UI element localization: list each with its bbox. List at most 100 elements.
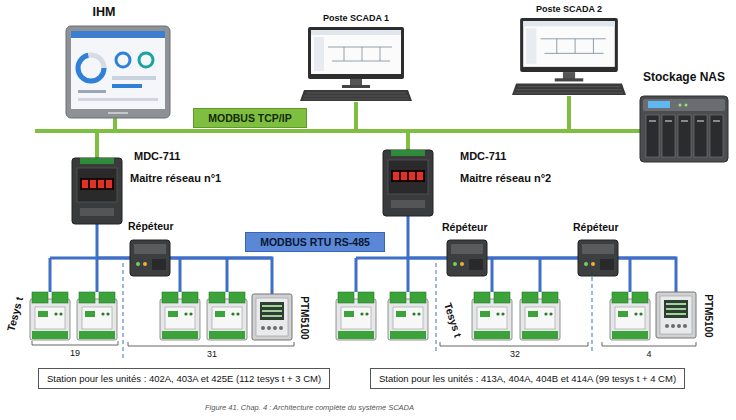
rs485-drop xyxy=(539,258,542,292)
power-meter-picture xyxy=(656,292,696,338)
nas-lcd xyxy=(648,101,670,108)
modbus-gateway: MDC-711Maitre réseau n°2 xyxy=(383,150,433,216)
screen-header xyxy=(71,31,165,38)
bus-connector xyxy=(569,96,640,131)
tesys-module xyxy=(520,292,560,340)
rs485-repeater: Répéteur xyxy=(130,240,170,276)
monitor-base xyxy=(342,85,370,88)
rs485-drop xyxy=(49,258,52,292)
meter-face xyxy=(660,296,692,334)
repeater-led xyxy=(591,262,595,266)
device-label: Répéteur xyxy=(573,221,619,234)
panel-screen xyxy=(71,31,165,109)
bus-connector xyxy=(618,258,676,292)
repeater-port xyxy=(152,259,166,270)
small-gauge xyxy=(116,53,130,67)
monitor-base xyxy=(555,78,584,81)
gateway-port xyxy=(80,208,114,216)
nas-bay-latch xyxy=(681,120,688,122)
gateway-front xyxy=(388,160,428,194)
repeater-port xyxy=(600,259,614,270)
display-line xyxy=(262,305,282,307)
nas-bay xyxy=(694,115,707,157)
rs485-drop xyxy=(629,258,632,292)
nas-led xyxy=(679,104,682,107)
power-meter-picture xyxy=(252,294,292,340)
meter-button xyxy=(267,326,271,330)
bus-connector xyxy=(408,216,447,258)
bus-connector xyxy=(170,258,272,294)
bus-label-box: MODBUS RTU RS-485 xyxy=(245,232,385,253)
repeater-case xyxy=(447,240,487,276)
station-label: Station pour les unités : 402A, 403A et … xyxy=(47,373,321,384)
touch-panel-picture xyxy=(66,26,170,118)
display-digit xyxy=(98,180,104,188)
group-bracket xyxy=(602,342,696,346)
display-line xyxy=(262,310,282,312)
rs485-repeater: Répéteur xyxy=(578,240,618,276)
scada-workstation: Poste SCADA 2 xyxy=(512,18,626,96)
rs485-drop xyxy=(407,258,410,292)
display-line xyxy=(666,303,686,305)
group-bracket xyxy=(32,341,118,345)
panel-bezel xyxy=(66,26,170,118)
repeater-led xyxy=(143,262,147,266)
monitor-stand xyxy=(563,72,575,79)
nas-bay-latch xyxy=(713,120,720,122)
scada-workstation-picture xyxy=(512,18,626,96)
meter-case xyxy=(252,294,292,340)
meter-display xyxy=(664,300,688,318)
device-label: Poste SCADA 2 xyxy=(536,4,602,15)
tesys-module xyxy=(388,292,428,340)
rs485-drop xyxy=(355,258,358,292)
window-bar xyxy=(311,30,401,35)
monitor-frame xyxy=(520,18,618,72)
tesys-module xyxy=(77,292,117,340)
display-digit xyxy=(106,180,112,188)
meter-button xyxy=(273,326,277,330)
keyboard-keys xyxy=(515,87,623,93)
window-bar xyxy=(523,21,615,26)
screen-bar xyxy=(78,98,158,101)
nas-bay-latch xyxy=(665,120,672,122)
device-label: Répéteur xyxy=(442,221,488,234)
count-number: 32 xyxy=(510,349,520,360)
nas-top-panel xyxy=(643,99,725,111)
gateway-display xyxy=(80,178,114,190)
bus-connector xyxy=(97,118,115,158)
display-line xyxy=(262,315,282,317)
power-meter: PTM5100 xyxy=(252,294,292,340)
rs485-repeater-picture xyxy=(578,240,618,276)
panel-logo xyxy=(108,112,128,114)
device-label: PTM5100 xyxy=(702,294,714,337)
keyboard xyxy=(300,90,412,101)
gateway-case xyxy=(383,150,433,216)
repeater-led xyxy=(453,262,457,266)
count-number: 31 xyxy=(207,349,217,360)
group-label: Tesys t xyxy=(4,295,25,332)
gateway-terminal xyxy=(391,150,425,156)
nas-led xyxy=(685,104,688,107)
device-label: IHM xyxy=(93,5,116,20)
scada-workstation-picture xyxy=(300,27,412,102)
rs485-drop xyxy=(179,258,182,292)
repeater-case xyxy=(130,240,170,276)
device-label: PTM5100 xyxy=(298,296,310,339)
group-label: Tesys t xyxy=(442,301,465,339)
repeater-led xyxy=(584,262,588,266)
gauge-arc xyxy=(78,55,104,81)
figure-caption: Figure 41. Chap. 4 : Architecture complè… xyxy=(205,403,414,412)
monitor-frame xyxy=(308,27,404,79)
repeater-case xyxy=(578,240,618,276)
tesys-module xyxy=(30,292,70,340)
device-label: Maitre réseau n°1 xyxy=(130,172,221,185)
tesys-module xyxy=(472,292,512,340)
nas-bay-latch xyxy=(697,120,704,122)
bus-connector xyxy=(97,224,130,258)
device-label: MDC-711 xyxy=(134,150,180,163)
segment-divider xyxy=(435,263,436,352)
meter-button xyxy=(279,326,283,330)
count-number: 19 xyxy=(70,348,80,359)
keyboard-keys xyxy=(303,93,409,99)
monitor-screen xyxy=(523,21,615,67)
